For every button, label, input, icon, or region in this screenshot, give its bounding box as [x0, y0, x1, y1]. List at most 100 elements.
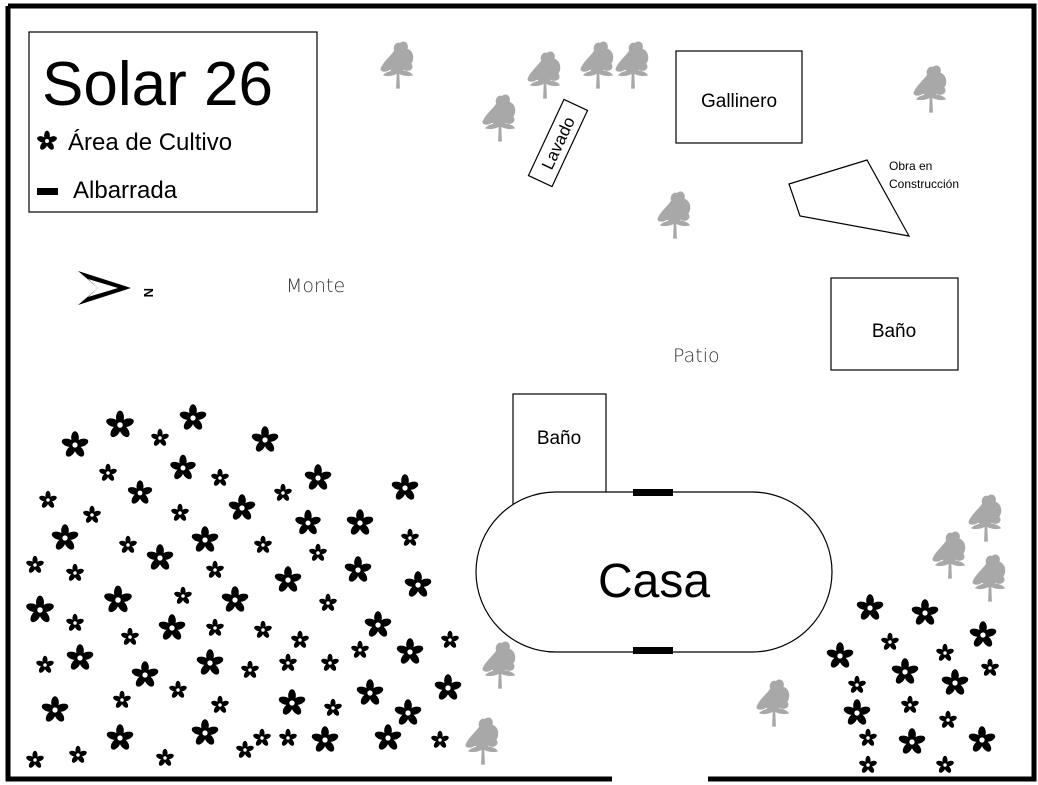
crop-flower-icon — [318, 593, 338, 612]
patio-label: Patio — [673, 345, 720, 367]
crop-flower-icon — [50, 524, 80, 552]
wall-segment-icon — [37, 188, 58, 195]
bano-casa-label: Baño — [537, 428, 581, 449]
crop-flower-icon — [320, 653, 340, 672]
crop-flower-icon — [323, 698, 343, 717]
crop-flower-icon — [855, 594, 885, 622]
legend-wall-label: Albarrada — [73, 177, 178, 204]
crop-flower-icon — [235, 740, 255, 759]
crop-flower-icon — [173, 586, 193, 605]
crop-flower-icon — [308, 543, 328, 562]
crop-flower-icon — [278, 653, 298, 672]
crop-flower-icon — [890, 658, 920, 686]
crop-area-right — [825, 594, 1000, 774]
crop-flower-icon — [240, 660, 260, 679]
crop-flower-icon — [250, 426, 280, 454]
crop-flower-icon — [169, 454, 197, 481]
legend: Solar 26 Área de Cultivo Albarrada — [28, 31, 318, 213]
crop-flower-icon — [155, 748, 175, 767]
crop-flower-icon — [190, 719, 220, 747]
crop-flower-icon — [935, 755, 955, 774]
obra-construccion: Obra en Construcción — [788, 159, 959, 237]
crop-flower-icon — [112, 690, 132, 709]
crop-flower-icon — [195, 649, 225, 677]
crop-flower-icon — [980, 658, 1000, 677]
legend-crop-label: Área de Cultivo — [68, 129, 232, 156]
crop-flower-icon — [150, 428, 170, 447]
crop-flower-icon — [220, 586, 250, 614]
crop-flower-icon — [82, 505, 102, 524]
tree-icon — [580, 41, 614, 89]
crop-flower-icon — [178, 404, 208, 432]
crop-flower-icon — [403, 571, 433, 599]
crop-flower-icon — [897, 728, 927, 756]
crop-flower-icon — [190, 526, 220, 554]
crop-flower-icon — [967, 726, 997, 754]
crop-flower-icon — [130, 661, 160, 689]
crop-flower-icon — [277, 689, 307, 717]
crop-flower-icon — [65, 644, 95, 672]
casa-building: Casa — [475, 489, 833, 654]
crop-flower-icon — [294, 509, 322, 536]
crop-flower-icon — [25, 750, 45, 769]
north-arrow: N — [78, 271, 156, 305]
crop-flower-icon — [940, 669, 970, 697]
bano-casa-building: Baño — [512, 393, 607, 505]
crop-flower-icon — [433, 674, 463, 702]
lavado-structure: Lavado — [527, 98, 589, 188]
crop-flower-icon — [910, 599, 940, 627]
crop-flower-icon — [395, 638, 425, 666]
tree-icon — [972, 554, 1006, 602]
crop-flower-icon — [350, 640, 370, 659]
crop-area-left — [25, 404, 463, 769]
crop-flower-icon — [40, 696, 70, 724]
crop-flower-icon — [205, 560, 225, 579]
crop-flower-icon — [168, 680, 188, 699]
tree-icon — [932, 531, 966, 579]
bano-patio-label: Baño — [872, 321, 916, 342]
crop-flower-icon — [253, 535, 273, 554]
crop-flower-icon — [35, 655, 55, 674]
crop-flower-icon — [118, 535, 138, 554]
crop-flower-icon — [103, 585, 133, 614]
crop-flower-icon — [440, 630, 460, 649]
crop-flower-icon — [363, 611, 393, 639]
gallinero-building: Gallinero — [675, 50, 803, 144]
tree-icon — [657, 191, 691, 239]
crop-flower-icon — [170, 503, 190, 522]
crop-flower-icon — [25, 555, 45, 574]
north-label: N — [141, 288, 156, 297]
crop-flower-icon — [210, 468, 230, 487]
crop-flower-icon — [38, 490, 58, 509]
crop-flower-icon — [825, 642, 855, 670]
gallinero-label: Gallinero — [701, 91, 777, 112]
crop-flower-icon — [400, 528, 420, 547]
crop-flower-icon — [373, 724, 403, 752]
crop-flower-icon — [880, 632, 900, 651]
crop-flower-icon — [938, 710, 958, 729]
tree-icon — [482, 641, 516, 689]
crop-flower-icon — [105, 410, 135, 439]
crop-flower-icon — [227, 494, 257, 522]
obra-label-line2: Construcción — [889, 177, 959, 191]
crop-flower-icon — [145, 544, 175, 572]
crop-flower-icon — [157, 614, 187, 642]
crop-flower-icon — [847, 675, 867, 694]
bano-patio-building: Baño — [830, 277, 959, 371]
tree-icon — [527, 51, 561, 99]
crop-flower-icon — [430, 730, 450, 749]
crop-flower-icon — [345, 509, 375, 537]
crop-flower-icon — [355, 679, 385, 707]
monte-label: Monte — [286, 275, 345, 297]
tree-icon — [465, 717, 499, 765]
lot-boundary — [5, 3, 1037, 782]
crop-flower-icon — [303, 464, 333, 492]
crop-flower-icon — [68, 745, 88, 764]
albarrada-segment — [633, 489, 673, 496]
albarrada-segment — [633, 647, 673, 654]
crop-flower-icon — [210, 695, 230, 714]
crop-flower-icon — [935, 643, 955, 662]
tree-icon — [482, 94, 516, 142]
crop-flower-icon — [25, 595, 55, 624]
